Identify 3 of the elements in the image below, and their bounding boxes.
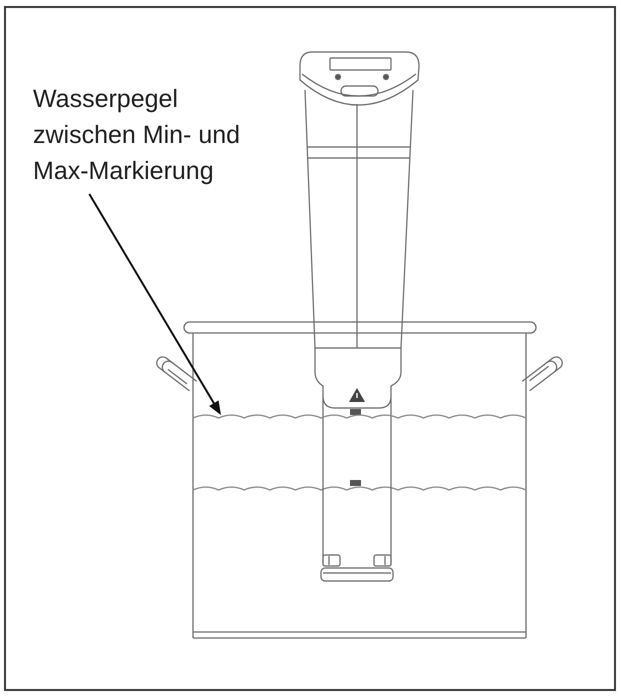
- leader-arrow: [88, 193, 221, 416]
- callout-text: Wasserpegel zwischen Min- und Max-Markierung: [33, 81, 249, 189]
- water-line: [192, 414, 526, 419]
